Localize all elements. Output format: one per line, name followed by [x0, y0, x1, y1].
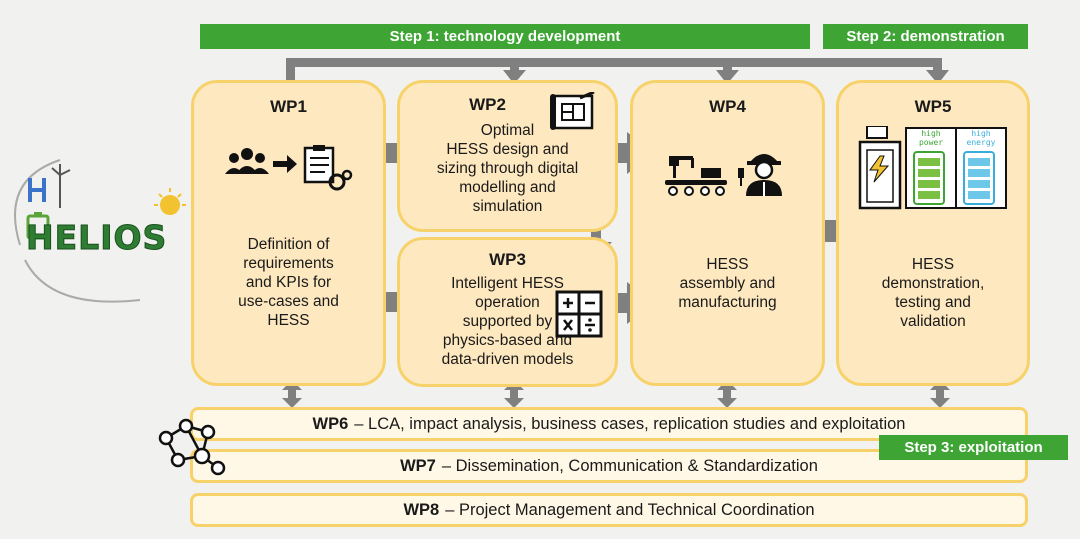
wp8-label: WP8 — [403, 500, 440, 519]
blueprint-icon — [550, 92, 595, 130]
wp4-description: HESS assembly and manufacturing — [678, 256, 777, 311]
wp3-title: WP3 — [489, 250, 526, 269]
wp8-bar: WP8 – Project Management and Technical C… — [190, 493, 1028, 527]
wp7-description: – Dissemination, Communication & Standar… — [441, 456, 818, 475]
wp5-description: HESS demonstration, testing and validati… — [881, 256, 985, 330]
wp4-box: WP4 HESS assembly and manufacturing — [630, 80, 825, 386]
wp3-description: Intelligent HESS operation supported by … — [441, 275, 574, 368]
network-icon — [158, 418, 226, 476]
wp6-description: – LCA, impact analysis, business cases, … — [354, 414, 906, 433]
wp4-title: WP4 — [709, 97, 746, 116]
worker-icon — [738, 154, 782, 196]
battery-high-power-label: high power — [918, 129, 944, 147]
battery-high-energy-label: high energy — [966, 129, 996, 147]
wp2-description: Optimal HESS design and sizing through d… — [436, 122, 579, 215]
wp1-description: Definition of requirements and KPIs for … — [238, 236, 339, 329]
assembly-line-icon — [665, 156, 727, 196]
wp7-bar: WP7 – Dissemination, Communication & Sta… — [190, 449, 1028, 483]
helios-wordmark: HELIOS — [25, 218, 168, 258]
wp1-box: WP1 Definition of requirements and KPIs … — [191, 80, 386, 386]
wp5-title: WP5 — [914, 97, 952, 116]
step3-banner: Step 3: exploitation — [879, 435, 1068, 460]
energy-storage-icon: high power high energy — [858, 126, 1008, 210]
wp8-description: – Project Management and Technical Coord… — [445, 500, 815, 519]
helios-logo-graphic — [14, 159, 186, 303]
wp1-title: WP1 — [270, 97, 307, 116]
calculator-icon — [555, 290, 603, 338]
wp2-title: WP2 — [469, 95, 506, 114]
wp7-label: WP7 — [400, 456, 436, 475]
wp6-label: WP6 — [312, 414, 349, 433]
storage-cabinet-icon — [858, 126, 1007, 210]
helios-logo: HELIOS — [0, 150, 215, 320]
step2-banner: Step 2: demonstration — [823, 24, 1028, 49]
team-checklist-icon — [225, 145, 353, 191]
step1-banner: Step 1: technology development — [200, 24, 810, 49]
